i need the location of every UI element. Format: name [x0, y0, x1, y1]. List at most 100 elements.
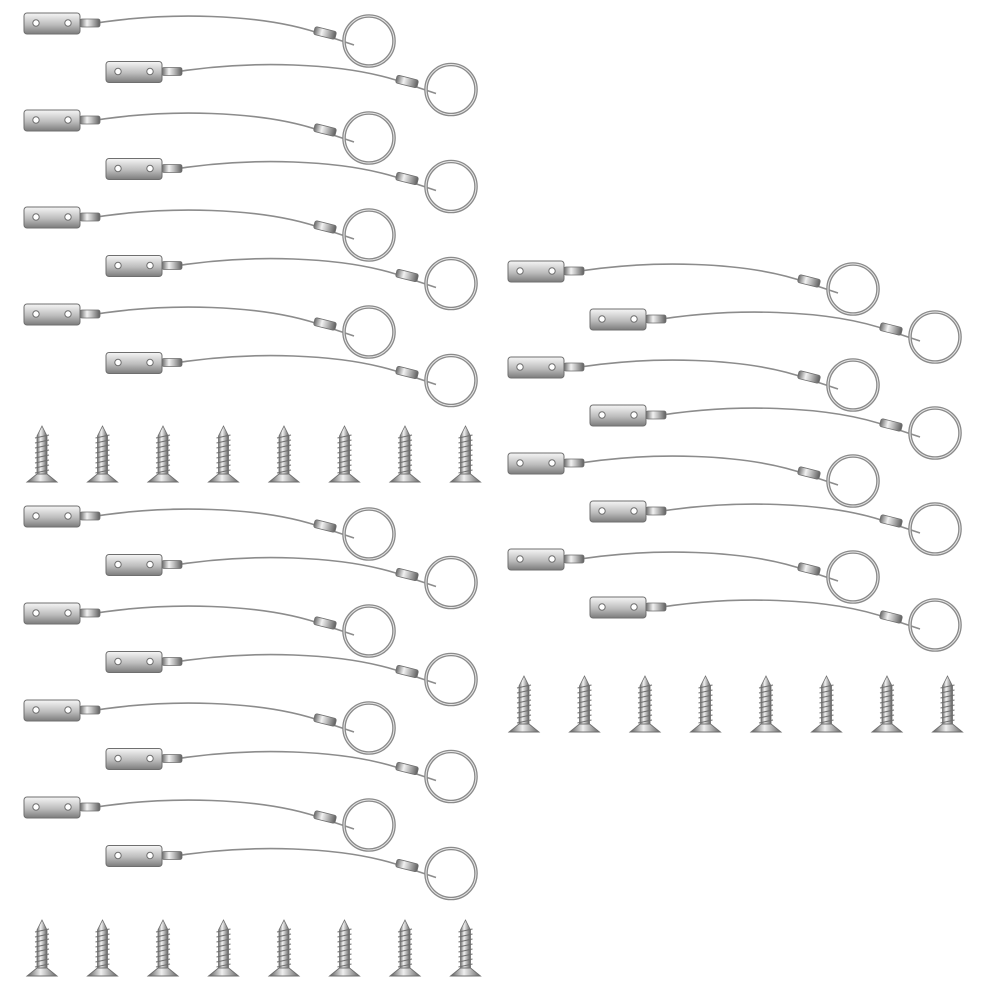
cable	[165, 354, 437, 386]
screw-thread	[155, 459, 171, 464]
screw-thread	[879, 684, 895, 689]
bottom-left-group-screw-1	[25, 919, 59, 977]
split-ring-highlight	[343, 306, 395, 358]
screw-thread	[34, 449, 50, 454]
screw-thread	[819, 714, 834, 719]
tab-hole	[516, 363, 524, 371]
screw-head	[207, 967, 240, 977]
top-left-group-lanyard-2	[105, 61, 478, 117]
screw-thread	[458, 948, 473, 953]
tab-hole	[64, 116, 72, 124]
screw-thread	[337, 948, 352, 953]
right-group-lanyard-1	[507, 260, 880, 316]
crimp-sleeve	[79, 608, 101, 618]
screw-thread	[637, 684, 653, 689]
screw-thread	[698, 684, 713, 689]
crimp-sleeve	[161, 261, 183, 270]
screw-thread	[95, 459, 110, 464]
screw-thread	[216, 459, 231, 464]
screw-thread	[34, 933, 50, 938]
top-left-group-lanyard-5	[23, 206, 396, 262]
screw-head	[507, 723, 541, 733]
screw-thread	[698, 709, 713, 714]
screw-thread	[758, 694, 774, 699]
split-ring-highlight	[343, 508, 395, 560]
crimp-sleeve	[79, 212, 101, 222]
screw-thread	[155, 933, 171, 938]
screw-thread	[397, 444, 413, 449]
bottom-left-group-screw-7	[388, 919, 422, 977]
screw-thread	[95, 928, 110, 933]
cable	[567, 263, 839, 294]
crimp-sleeve	[313, 713, 337, 727]
tab-hole	[114, 164, 122, 173]
screw-thread	[95, 953, 110, 958]
screw-thread	[155, 464, 171, 469]
crimp-sleeve	[395, 268, 419, 283]
screw-thread	[940, 714, 955, 719]
screw-thread	[577, 699, 592, 704]
screw-thread	[397, 938, 413, 943]
cable	[83, 306, 355, 337]
screw-thread	[397, 958, 413, 963]
screw-thread	[155, 963, 171, 968]
screw-thread	[216, 434, 231, 439]
screw-thread	[698, 719, 713, 724]
screw-thread	[397, 943, 413, 948]
screw-thread	[216, 933, 231, 938]
screw-thread	[155, 469, 171, 474]
crimp-sleeve	[395, 171, 419, 186]
screw-thread	[337, 444, 352, 449]
split-ring-highlight	[909, 407, 961, 459]
crimp-sleeve	[797, 466, 821, 480]
screw-thread	[95, 439, 110, 444]
screw-thread	[458, 459, 473, 464]
screw-thread	[337, 963, 352, 968]
split-ring-highlight	[343, 112, 395, 164]
right-group-lanyard-8	[589, 596, 962, 652]
crimp-sleeve	[79, 511, 101, 521]
tab-hole	[32, 706, 40, 714]
split-ring-highlight	[425, 64, 477, 115]
screw-thread	[516, 704, 532, 709]
crimp-sleeve	[313, 810, 337, 824]
crimp-sleeve	[879, 418, 903, 432]
screw-thread	[577, 694, 592, 699]
split-ring-highlight	[425, 258, 477, 309]
split-ring-highlight	[343, 605, 395, 657]
screw-thread	[216, 449, 231, 454]
screw-thread	[216, 469, 231, 474]
screw-thread	[216, 948, 231, 953]
tab-hole	[146, 164, 154, 173]
top-left-group-lanyard-6	[105, 255, 478, 311]
tab-hole	[64, 512, 72, 520]
screw-thread	[397, 469, 413, 474]
screw-thread	[216, 958, 231, 963]
screw-thread	[637, 709, 653, 714]
bottom-left-group-lanyard-3	[23, 602, 396, 658]
bottom-left-group-lanyard-6	[105, 748, 478, 804]
tab-hole	[114, 657, 122, 666]
screw-head	[267, 967, 301, 977]
crimp-sleeve	[797, 562, 821, 576]
screw-thread	[819, 684, 834, 689]
tab-hole	[32, 116, 40, 124]
screw-thread	[276, 938, 292, 943]
screw-thread	[577, 719, 592, 724]
tab-hole	[32, 19, 40, 27]
screw-head	[328, 473, 361, 483]
screw-thread	[577, 704, 592, 709]
crimp-sleeve	[313, 26, 337, 40]
cable	[83, 112, 355, 143]
screw-thread	[276, 469, 292, 474]
screw-thread	[397, 434, 413, 439]
screw-thread	[337, 928, 352, 933]
cable	[165, 257, 437, 289]
crimp-sleeve	[879, 322, 903, 336]
screw-thread	[337, 454, 352, 459]
bottom-left-group-lanyard-5	[23, 699, 396, 755]
top-left-group-screw-8	[449, 425, 482, 483]
cable	[567, 359, 839, 390]
cable	[165, 160, 437, 192]
